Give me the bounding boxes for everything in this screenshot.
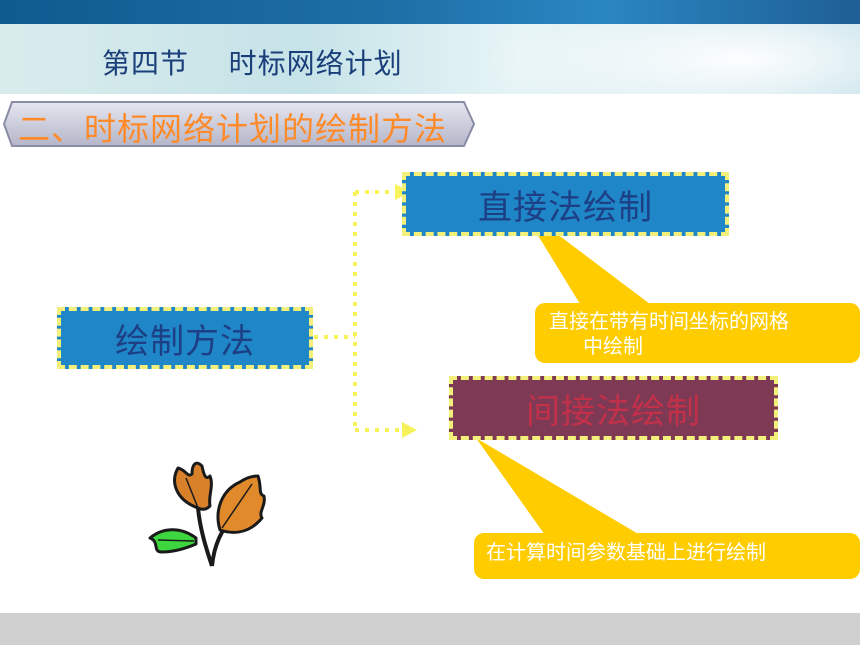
direct-callout-line2: 中绘制 bbox=[583, 334, 643, 358]
drawing-method-label: 绘制方法 bbox=[115, 321, 255, 362]
dotted-arrow-icon bbox=[402, 422, 417, 438]
footer-bar bbox=[0, 613, 860, 645]
direct-callout-line1: 直接在带有时间坐标的网格 bbox=[549, 309, 789, 333]
indirect-method-callout: 在计算时间参数基础上进行绘制 bbox=[474, 533, 860, 579]
direct-method-node: 直接法绘制 bbox=[402, 172, 729, 236]
section-tab-shape bbox=[2, 101, 476, 147]
direct-method-callout: 直接在带有时间坐标的网格 中绘制 bbox=[535, 303, 860, 363]
callout-indirect-pointer bbox=[476, 438, 640, 535]
indirect-method-node: 间接法绘制 bbox=[449, 376, 778, 440]
page-title: 第四节 时标网络计划 bbox=[102, 47, 403, 80]
header-band bbox=[0, 24, 860, 94]
section-tab bbox=[2, 100, 476, 147]
drawing-method-node: 绘制方法 bbox=[57, 307, 313, 369]
direct-method-label: 直接法绘制 bbox=[478, 187, 653, 228]
top-strip bbox=[0, 0, 860, 24]
indirect-callout-text: 在计算时间参数基础上进行绘制 bbox=[486, 540, 766, 564]
indirect-method-label: 间接法绘制 bbox=[526, 391, 701, 432]
connector-lines bbox=[314, 190, 405, 432]
header-swoosh bbox=[480, 24, 860, 94]
section-title: 二、时标网络计划的绘制方法 bbox=[18, 110, 448, 148]
